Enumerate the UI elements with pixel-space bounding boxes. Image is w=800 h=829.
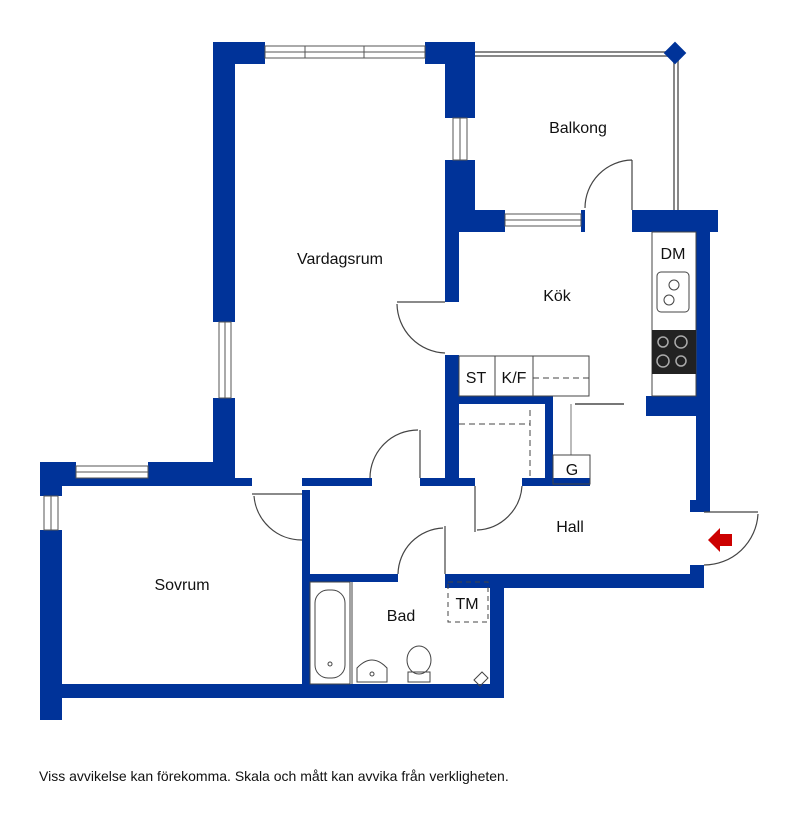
fixture-label-st: ST (466, 370, 487, 387)
wall (475, 210, 505, 232)
toilet-tank-icon (407, 671, 431, 683)
floor-plan: Balkong Vardagsrum Kök Hall Sovrum Bad D… (40, 41, 759, 720)
wall (420, 478, 475, 486)
wall (696, 232, 710, 512)
door-entrance (703, 511, 759, 566)
wall (40, 530, 62, 720)
floor-drain-icon (473, 671, 489, 687)
washbasin-drain-icon (369, 671, 375, 677)
door-bad (397, 526, 446, 575)
entrance-arrow-icon (708, 528, 732, 552)
washbasin-icon (356, 659, 388, 683)
door-closet (474, 485, 523, 532)
room-label-sovrum: Sovrum (154, 577, 209, 594)
railing-post (663, 41, 687, 65)
wall (690, 500, 704, 512)
walls (40, 42, 718, 720)
wall (213, 398, 235, 480)
wall (40, 684, 504, 698)
stove-icon (652, 330, 696, 374)
burner-icon (656, 354, 670, 368)
toilet-bowl-icon (406, 645, 432, 675)
wall (302, 478, 372, 486)
door-kok-vardagsrum (396, 301, 446, 354)
room-label-kok: Kök (543, 288, 572, 305)
room-label-vardagsrum: Vardagsrum (297, 251, 383, 268)
wall (690, 565, 704, 588)
wall (581, 210, 585, 232)
wall (62, 478, 252, 486)
base-cabinets (458, 355, 590, 397)
wall (522, 478, 590, 486)
sink-drain-icon (668, 279, 680, 291)
room-label-bad: Bad (387, 608, 415, 625)
stove-burners (656, 335, 688, 368)
burner-icon (675, 355, 687, 367)
bathtub-inner (314, 589, 346, 679)
fixture-label-tm: TM (455, 596, 478, 613)
burner-icon (657, 336, 669, 348)
wall (40, 462, 62, 496)
kitchen-fixtures (458, 231, 697, 485)
doors (252, 159, 759, 575)
sink-icon (656, 271, 690, 313)
balcony-railing (475, 51, 679, 210)
sink-drain-icon (663, 294, 675, 306)
wall (445, 160, 475, 232)
room-label-hall: Hall (556, 519, 584, 536)
wall (545, 396, 553, 484)
bathroom-fixtures (309, 581, 489, 687)
wall (490, 574, 504, 696)
wall (445, 355, 459, 483)
wall (632, 210, 718, 232)
tm-box (447, 581, 489, 623)
wall (445, 574, 700, 588)
door-sovrum (252, 493, 303, 541)
disclaimer-text: Viss avvikelse kan förekomma. Skala och … (39, 768, 509, 784)
door-vardagsrum-hall (369, 429, 421, 479)
wall (302, 490, 310, 698)
wall (445, 42, 475, 118)
burner-icon (674, 335, 688, 349)
fixture-label-dm: DM (661, 246, 686, 263)
bathtub-drain-icon (327, 661, 333, 667)
wall (213, 42, 235, 322)
fixture-label-kf: K/F (502, 370, 527, 387)
fixture-label-g: G (566, 462, 578, 479)
wall (445, 396, 552, 404)
kitchen-counter (651, 231, 697, 397)
wall (646, 396, 696, 416)
door-balkong (584, 159, 633, 210)
windows (43, 45, 582, 531)
bathtub-icon (309, 581, 351, 685)
room-label-balkong: Balkong (549, 120, 607, 137)
wall (445, 232, 459, 302)
wall (302, 574, 398, 582)
garderob-box (552, 454, 591, 485)
